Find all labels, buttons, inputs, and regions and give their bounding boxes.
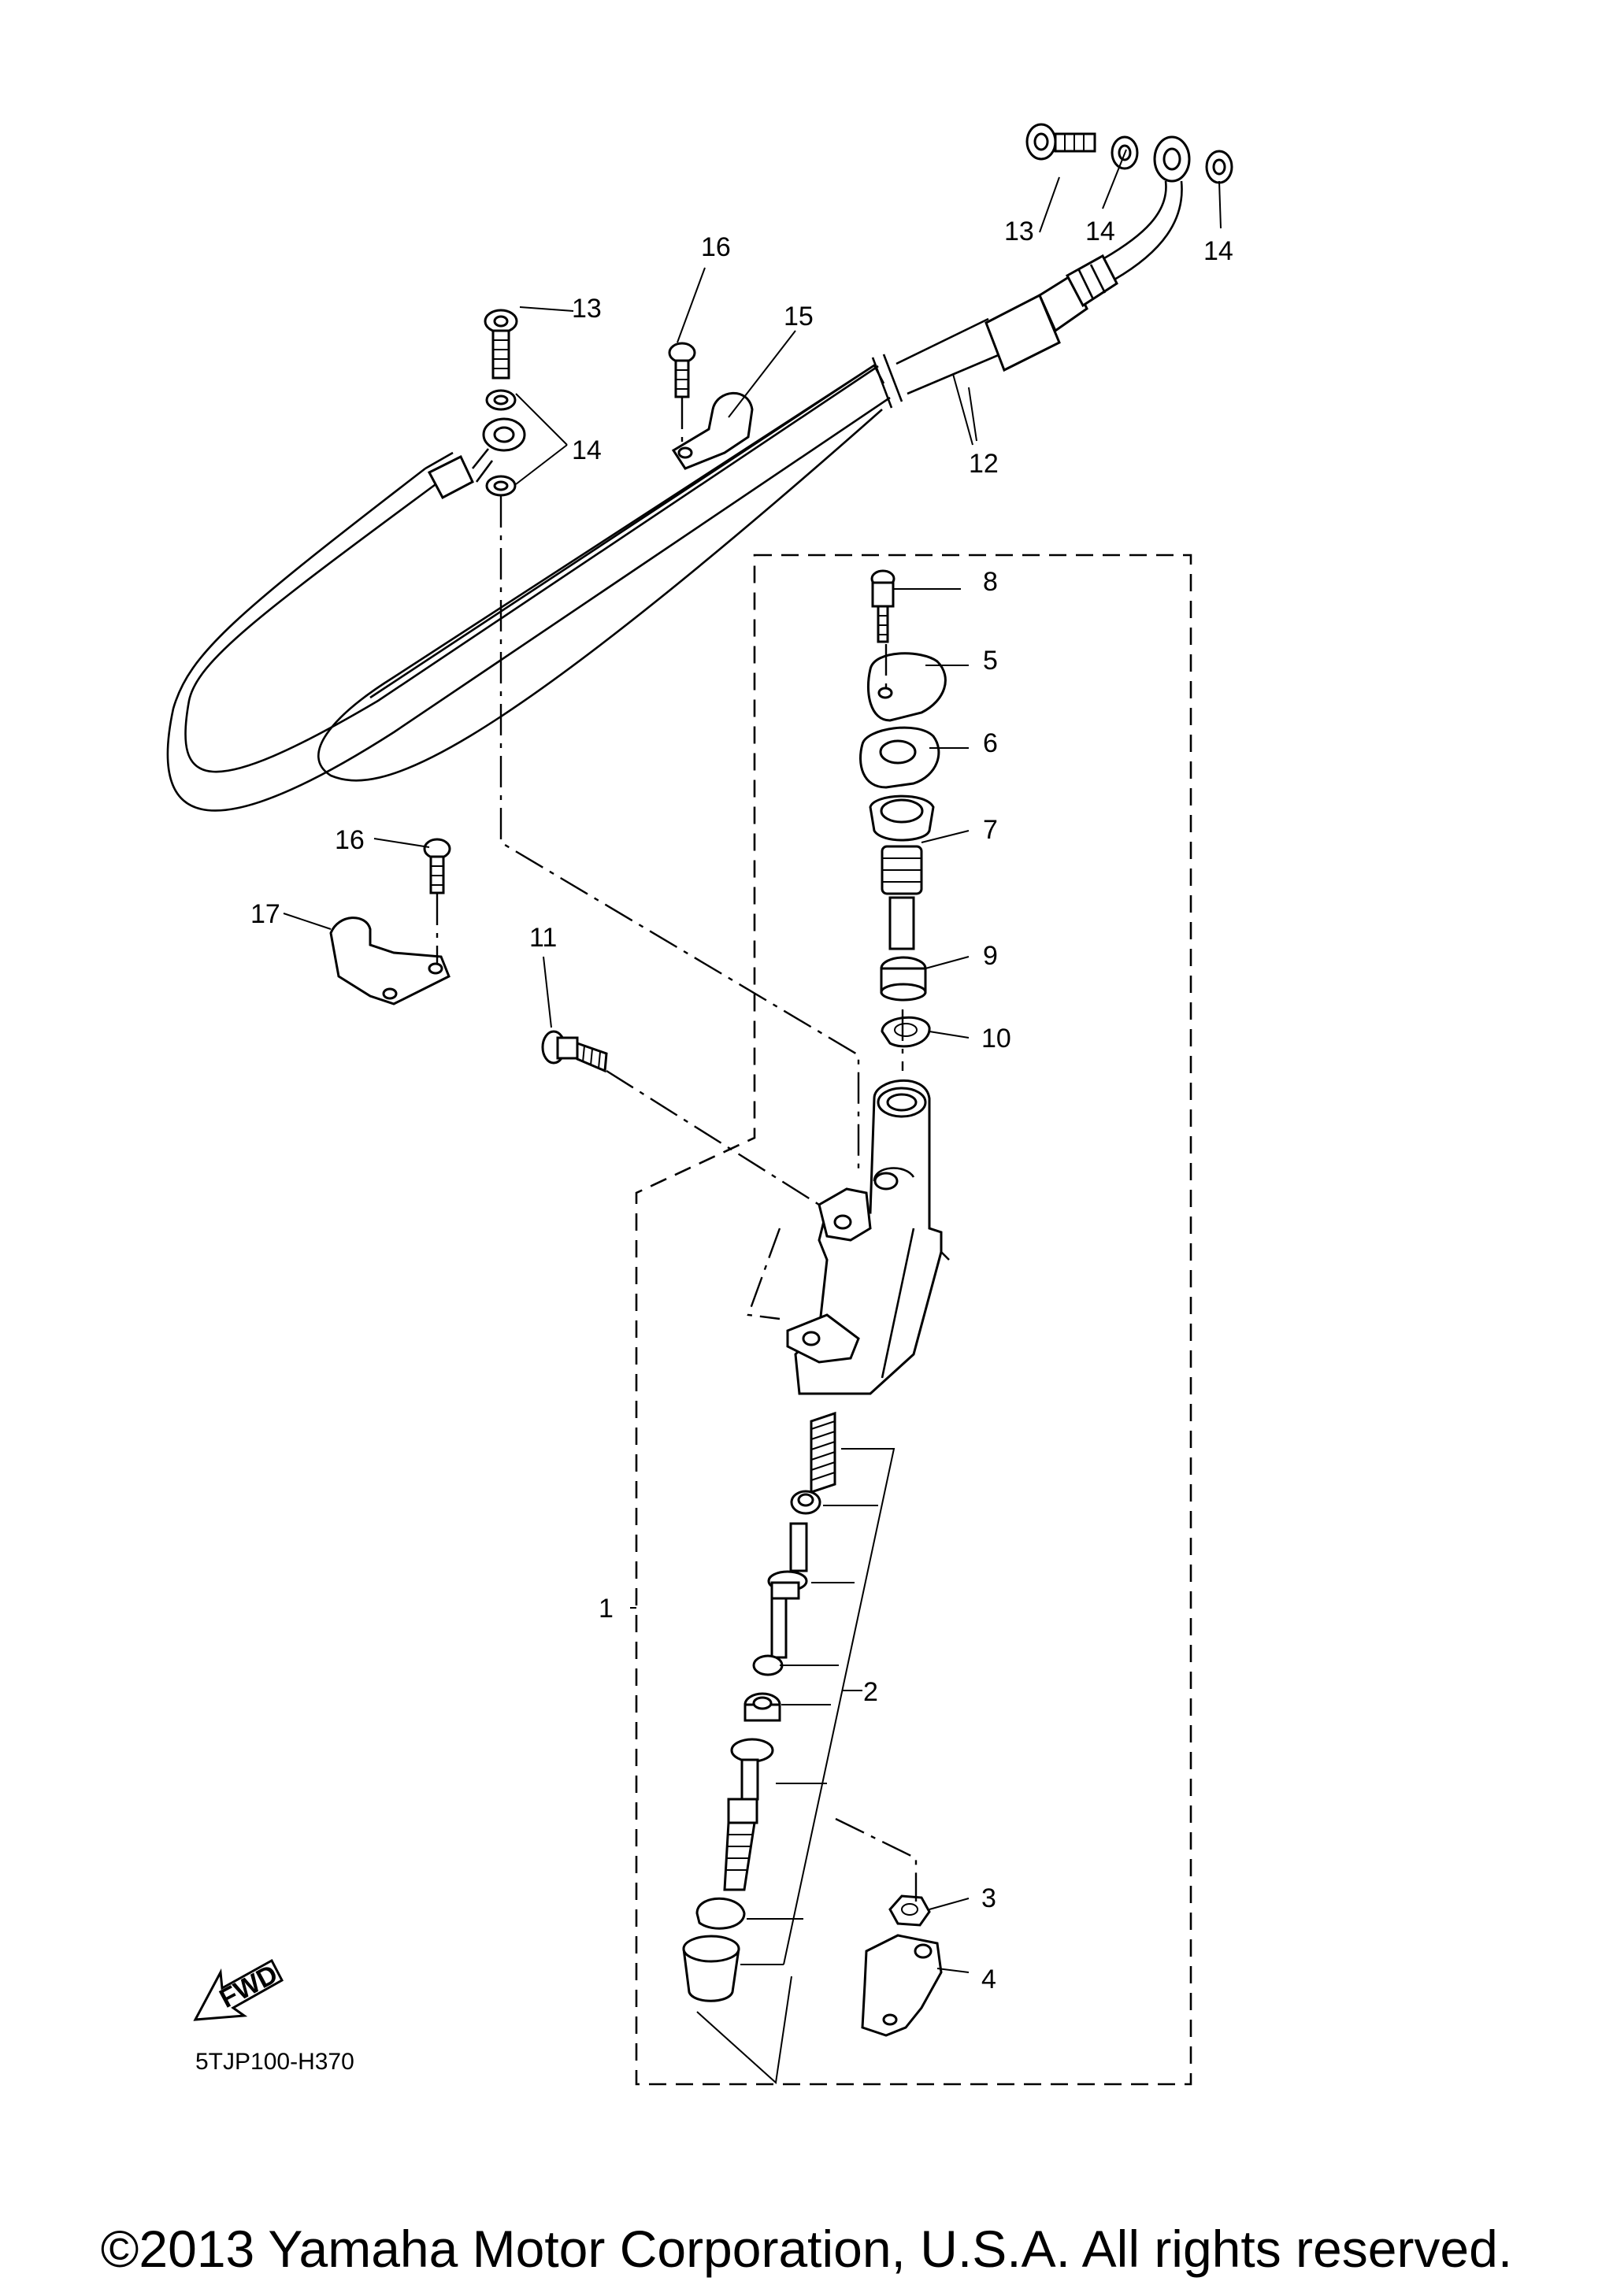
callout-14-right-b: 14 [1203, 236, 1233, 266]
callout-14-left: 14 [572, 435, 602, 465]
diagram-code: 5TJP100-H370 [195, 2049, 354, 2075]
dust-boot [682, 1935, 740, 2002]
callout-4: 4 [981, 1965, 996, 1994]
brake-hose [166, 135, 1191, 812]
reservoir-cap [867, 652, 947, 722]
diaphragm [869, 794, 935, 950]
fwd-label: FWD [215, 1959, 283, 2014]
screw-lower [423, 838, 451, 894]
spring [810, 1411, 836, 1494]
nut [888, 1894, 931, 1927]
washer-right-b [1205, 150, 1233, 184]
callout-1: 1 [599, 1594, 614, 1624]
cup-seal-upper [790, 1490, 821, 1515]
leader-lines [283, 149, 1222, 2084]
master-cylinder-body [786, 1079, 950, 1395]
callout-6: 6 [983, 728, 998, 758]
callout-14-right-a: 14 [1085, 217, 1115, 246]
assembly-boundary [635, 554, 1192, 2086]
callout-8: 8 [983, 567, 998, 597]
union-bolt-right [1025, 123, 1096, 161]
piston [752, 1522, 808, 1676]
fwd-arrow: FWD [193, 1958, 284, 2021]
washer-left-lower [485, 475, 517, 497]
callout-11: 11 [529, 923, 557, 953]
callout-3: 3 [981, 1883, 996, 1913]
callout-17: 17 [250, 899, 280, 929]
cup-seal-lower [743, 1692, 781, 1722]
callout-12: 12 [969, 449, 999, 479]
callout-15: 15 [784, 302, 814, 331]
union-bolt-left [484, 309, 518, 380]
mounting-bolt [541, 1030, 608, 1073]
push-rod [723, 1738, 774, 1891]
callout-16-upper: 16 [701, 232, 731, 262]
cap-plate [859, 726, 940, 789]
cap-bolt [870, 569, 895, 643]
callout-13-right: 13 [1004, 217, 1034, 246]
callout-9: 9 [983, 941, 998, 971]
callout-2: 2 [863, 1677, 878, 1707]
circlip-10 [881, 1016, 931, 1048]
clevis [861, 1934, 943, 2037]
hose-clamp-lower [329, 917, 451, 1005]
washer-right-a [1111, 135, 1139, 170]
washer-left-upper [485, 389, 517, 411]
callout-10: 10 [981, 1024, 1011, 1054]
callout-5: 5 [983, 646, 998, 676]
callout-labels: 8 5 6 7 9 10 11 12 13 13 14 14 14 15 16 … [195, 217, 1233, 2075]
boot-9 [880, 956, 927, 1002]
callout-16-lower: 16 [335, 825, 365, 855]
copyright-notice: ©2013 Yamaha Motor Corporation, U.S.A. A… [100, 2220, 1513, 2278]
callout-7: 7 [983, 815, 998, 845]
callout-13-left: 13 [572, 294, 602, 324]
screw-upper [668, 342, 696, 398]
circlip-lower [695, 1897, 746, 1930]
